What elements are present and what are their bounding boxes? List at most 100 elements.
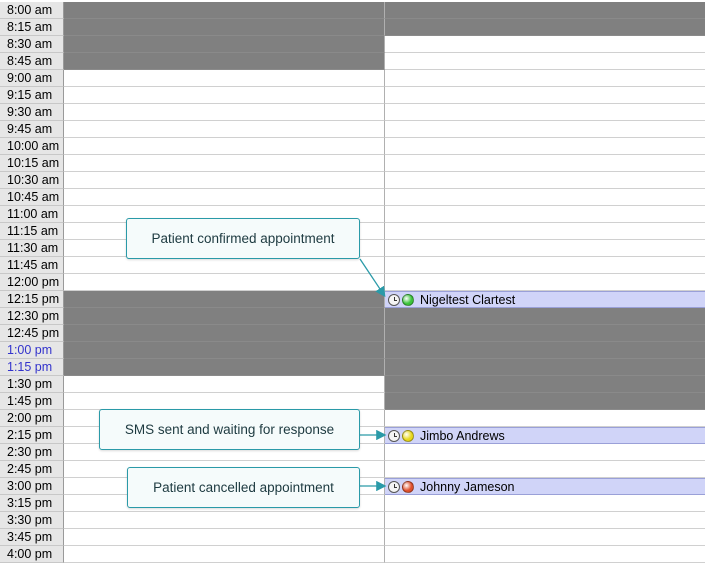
open-slot[interactable] [385, 36, 705, 53]
blocked-slot[interactable] [385, 359, 705, 376]
appointment-patient-name[interactable]: Nigeltest Clartest [420, 293, 516, 307]
open-slot[interactable] [64, 257, 385, 274]
open-slot[interactable] [385, 104, 705, 121]
open-slot[interactable] [64, 529, 385, 546]
time-label: 9:45 am [0, 121, 64, 138]
appointment-patient-name[interactable]: Johnny Jameson [420, 480, 515, 494]
appointment-entry[interactable]: Johnny Jameson [388, 479, 515, 495]
open-slot[interactable] [64, 546, 385, 563]
time-label: 2:45 pm [0, 461, 64, 478]
open-slot[interactable] [64, 155, 385, 172]
open-slot[interactable] [385, 274, 705, 291]
blocked-slot[interactable] [64, 53, 385, 70]
open-slot[interactable] [385, 53, 705, 70]
time-row: 10:45 am [0, 189, 705, 206]
blocked-slot[interactable] [64, 291, 385, 308]
time-label: 1:30 pm [0, 376, 64, 393]
time-label: 9:30 am [0, 104, 64, 121]
open-slot[interactable] [385, 512, 705, 529]
open-slot[interactable] [385, 206, 705, 223]
open-slot[interactable] [385, 495, 705, 512]
time-label: 1:45 pm [0, 393, 64, 410]
open-slot[interactable] [64, 104, 385, 121]
time-row: 3:45 pm [0, 529, 705, 546]
blocked-slot[interactable] [385, 2, 705, 19]
annotation-callout: SMS sent and waiting for response [99, 409, 360, 450]
time-label: 1:00 pm [0, 342, 64, 359]
blocked-slot[interactable] [385, 325, 705, 342]
time-row: 12:00 pm [0, 274, 705, 291]
open-slot[interactable] [385, 444, 705, 461]
time-row: 10:00 am [0, 138, 705, 155]
open-slot[interactable] [64, 121, 385, 138]
time-label: 11:45 am [0, 257, 64, 274]
open-slot[interactable] [385, 257, 705, 274]
open-slot[interactable] [64, 138, 385, 155]
time-row: 8:00 am [0, 2, 705, 19]
time-label: 11:00 am [0, 206, 64, 223]
open-slot[interactable] [385, 189, 705, 206]
open-slot[interactable] [64, 376, 385, 393]
blocked-slot[interactable] [64, 2, 385, 19]
blocked-slot[interactable] [64, 308, 385, 325]
time-label: 3:00 pm [0, 478, 64, 495]
open-slot[interactable] [385, 70, 705, 87]
open-slot[interactable] [385, 138, 705, 155]
clock-icon[interactable] [388, 294, 400, 306]
time-label: 11:30 am [0, 240, 64, 257]
appointment-slot[interactable]: Jimbo Andrews [385, 427, 705, 444]
blocked-slot[interactable] [385, 308, 705, 325]
time-label: 2:30 pm [0, 444, 64, 461]
open-slot[interactable] [64, 172, 385, 189]
blocked-slot[interactable] [385, 393, 705, 410]
open-slot[interactable] [64, 70, 385, 87]
open-slot[interactable] [385, 546, 705, 563]
open-slot[interactable] [64, 512, 385, 529]
blocked-slot[interactable] [64, 342, 385, 359]
open-slot[interactable] [385, 223, 705, 240]
time-row: 11:00 am [0, 206, 705, 223]
time-label: 1:15 pm [0, 359, 64, 376]
time-label: 2:00 pm [0, 410, 64, 427]
appointment-slot[interactable]: Johnny Jameson [385, 478, 705, 495]
blocked-slot[interactable] [64, 19, 385, 36]
appointment-entry[interactable]: Nigeltest Clartest [388, 292, 515, 308]
open-slot[interactable] [385, 155, 705, 172]
blocked-slot[interactable] [64, 36, 385, 53]
open-slot[interactable] [64, 87, 385, 104]
time-label: 10:00 am [0, 138, 64, 155]
time-row: 1:45 pm [0, 393, 705, 410]
time-label: 8:00 am [0, 2, 64, 19]
appointment-slot[interactable]: Nigeltest Clartest [385, 291, 705, 308]
open-slot[interactable] [64, 393, 385, 410]
time-row: 9:45 am [0, 121, 705, 138]
clock-icon[interactable] [388, 481, 400, 493]
time-label: 8:30 am [0, 36, 64, 53]
open-slot[interactable] [385, 461, 705, 478]
open-slot[interactable] [385, 121, 705, 138]
open-slot[interactable] [385, 87, 705, 104]
time-row: 3:30 pm [0, 512, 705, 529]
status-light-icon [402, 430, 414, 442]
appointment-patient-name[interactable]: Jimbo Andrews [420, 429, 505, 443]
open-slot[interactable] [385, 172, 705, 189]
time-label: 3:15 pm [0, 495, 64, 512]
blocked-slot[interactable] [385, 19, 705, 36]
open-slot[interactable] [64, 189, 385, 206]
blocked-slot[interactable] [64, 359, 385, 376]
time-label: 4:00 pm [0, 546, 64, 563]
time-label: 12:00 pm [0, 274, 64, 291]
time-row: 8:45 am [0, 53, 705, 70]
open-slot[interactable] [385, 240, 705, 257]
blocked-slot[interactable] [385, 376, 705, 393]
appointment-entry[interactable]: Jimbo Andrews [388, 428, 505, 444]
blocked-slot[interactable] [385, 342, 705, 359]
time-label: 10:45 am [0, 189, 64, 206]
clock-icon[interactable] [388, 430, 400, 442]
time-row: 9:00 am [0, 70, 705, 87]
open-slot[interactable] [385, 529, 705, 546]
open-slot[interactable] [385, 410, 705, 427]
open-slot[interactable] [64, 274, 385, 291]
blocked-slot[interactable] [64, 325, 385, 342]
